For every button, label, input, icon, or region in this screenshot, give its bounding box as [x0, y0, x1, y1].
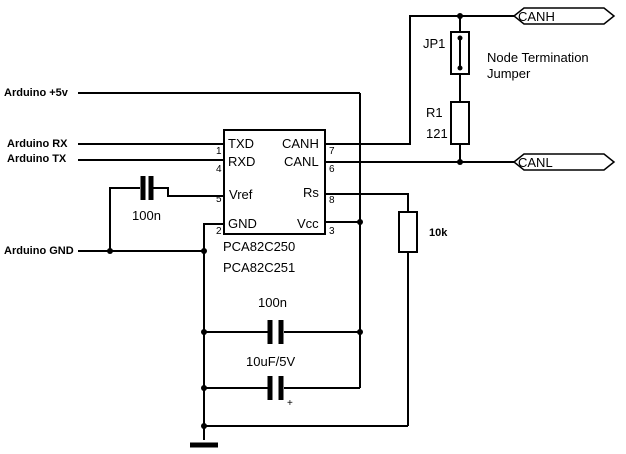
vref-cap-value: 100n: [132, 208, 161, 223]
ground-wiring: [201, 223, 224, 440]
pin-number-3: 3: [329, 226, 335, 237]
resistor-r1: [450, 101, 470, 145]
pin-rs-label: Rs: [303, 185, 319, 200]
canl-bus-line: CANL: [325, 153, 616, 171]
label-arduino-gnd: Arduino GND: [4, 245, 74, 257]
pin-rxd-label: RXD: [228, 154, 255, 169]
label-arduino-rx: Arduino RX: [7, 138, 68, 150]
vcc-rail: [325, 93, 363, 388]
ground-symbol: [190, 423, 408, 448]
pin-number-8: 8: [329, 195, 335, 206]
canh-bus-label: CANH: [518, 9, 555, 24]
pin-number-6: 6: [329, 164, 335, 175]
decoupling-cap-value: 100n: [258, 295, 287, 310]
pin-vcc-label: Vcc: [297, 216, 319, 231]
pin-number-4: 4: [216, 164, 222, 175]
chip-part-name-2: PCA82C251: [223, 260, 295, 275]
vref-capacitor: 100n: [107, 176, 224, 254]
pin-number-5: 5: [216, 194, 222, 205]
pin-canl-label: CANL: [284, 154, 319, 169]
canl-connector-icon: [512, 153, 616, 171]
chip-part-name-1: PCA82C250: [223, 239, 295, 254]
chip-outline: [223, 129, 326, 235]
resistor-value: 121: [426, 126, 448, 141]
jumper-description-line2: Jumper: [487, 66, 531, 81]
resistor-ref: R1: [426, 105, 443, 120]
pin-canh-label: CANH: [282, 136, 319, 151]
pin-number-2: 2: [216, 226, 222, 237]
rs-resistor: 10k: [325, 193, 448, 426]
transceiver-chip: TXD RXD Vref GND CANH CANL Rs Vcc 1 4 5 …: [216, 129, 335, 275]
pin-txd-label: TXD: [228, 136, 254, 151]
electrolytic-cap-value: 10uF/5V: [246, 354, 295, 369]
pin-gnd-label: GND: [228, 216, 257, 231]
canh-bus-line: CANH: [325, 7, 616, 145]
input-wires: [78, 92, 360, 252]
jumper-ref: JP1: [423, 36, 445, 51]
pin-number-7: 7: [329, 146, 335, 157]
pin-vref-label: Vref: [229, 187, 253, 202]
rs-resistor-value: 10k: [429, 227, 448, 239]
jumper-description-line1: Node Termination: [487, 50, 589, 65]
electrolytic-cap: 10uF/5V +: [201, 354, 360, 409]
canl-bus-label: CANL: [518, 155, 553, 170]
pin-number-1: 1: [216, 146, 222, 157]
label-arduino-5v: Arduino +5v: [4, 87, 69, 99]
electrolytic-polarity: +: [287, 398, 293, 409]
canh-connector-icon: [512, 7, 616, 25]
decoupling-cap-100n: 100n: [201, 295, 363, 344]
termination-network: JP1 Node Termination Jumper R1 121: [423, 16, 589, 162]
label-arduino-tx: Arduino TX: [7, 153, 67, 165]
